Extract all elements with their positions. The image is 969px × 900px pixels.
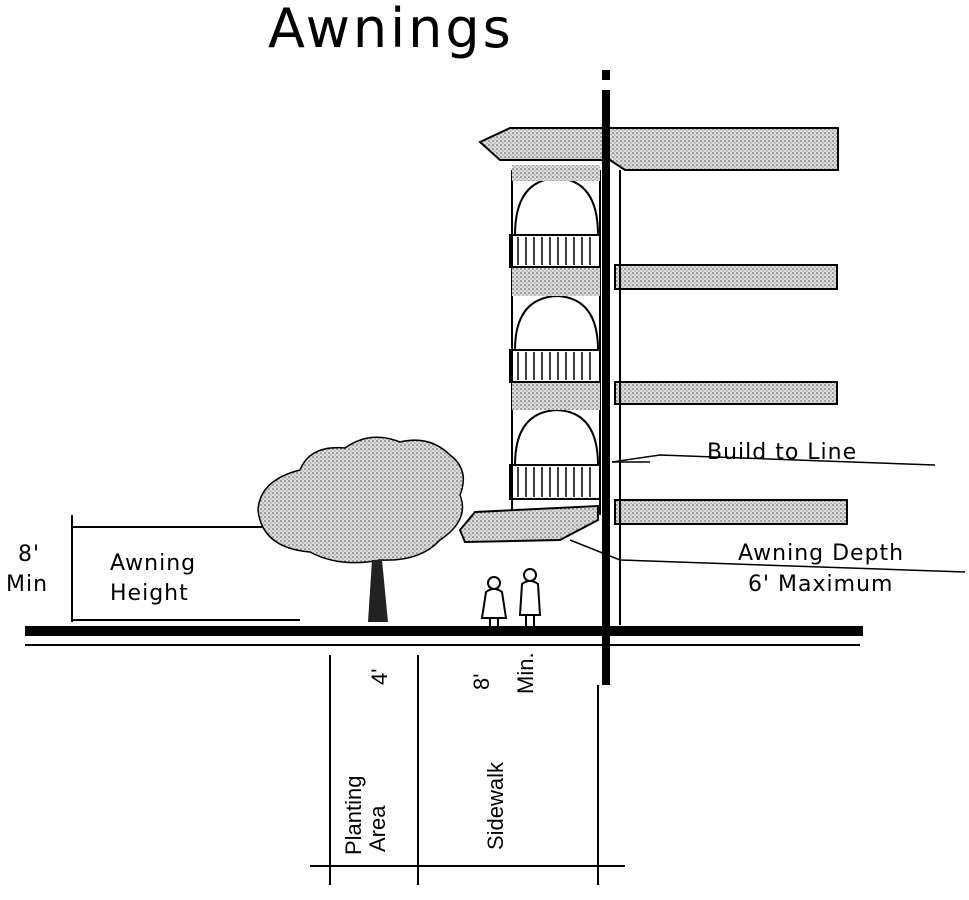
height-dimension xyxy=(71,515,300,622)
width-dimensions xyxy=(310,655,625,885)
building xyxy=(478,127,848,625)
pedestrians xyxy=(480,568,542,628)
awning xyxy=(458,504,599,544)
awning-depth-max-label: 6' Maximum xyxy=(748,572,894,597)
planting-width-label: 4' xyxy=(367,668,392,685)
ground-line xyxy=(25,626,863,636)
awning-height-label: Awning xyxy=(110,551,197,576)
height-dim-value: 8' xyxy=(18,542,41,567)
sidewalk-min-label: Min. xyxy=(513,652,538,694)
height-dim-min: Min xyxy=(6,572,49,597)
diagram-title: Awnings xyxy=(268,0,514,60)
sidewalk-width-label: 8' xyxy=(469,673,494,690)
planting-area-label: Planting xyxy=(341,775,366,855)
build-to-line xyxy=(602,90,610,685)
awning-depth-label: Awning Depth xyxy=(738,541,905,566)
sidewalk-label: Sidewalk xyxy=(483,761,508,850)
awning-height-label-2: Height xyxy=(110,581,189,606)
build-to-line-label: Build to Line xyxy=(707,440,858,465)
tree xyxy=(257,436,465,622)
planting-area-label-2: Area xyxy=(365,805,390,852)
